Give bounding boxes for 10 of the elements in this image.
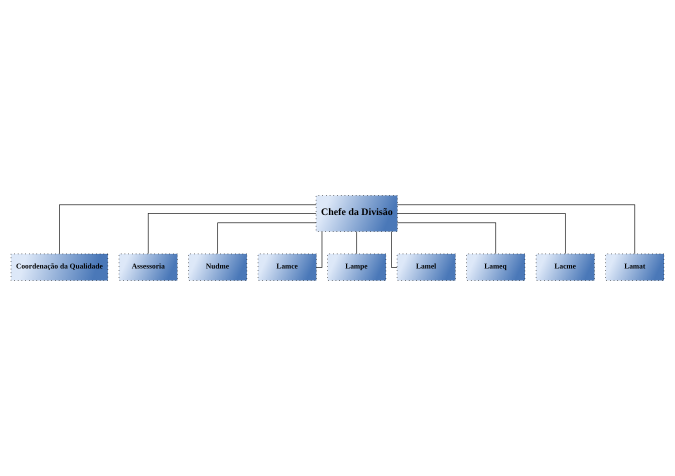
- connector: [397, 213, 566, 254]
- connector: [316, 231, 322, 268]
- connector: [391, 231, 398, 268]
- connector: [59, 204, 316, 254]
- connector: [356, 231, 358, 254]
- connector: [397, 204, 636, 254]
- connector: [148, 213, 316, 254]
- connector: [217, 222, 316, 254]
- connector: [397, 222, 496, 254]
- node-box: Chefe da Divisão: [316, 195, 398, 232]
